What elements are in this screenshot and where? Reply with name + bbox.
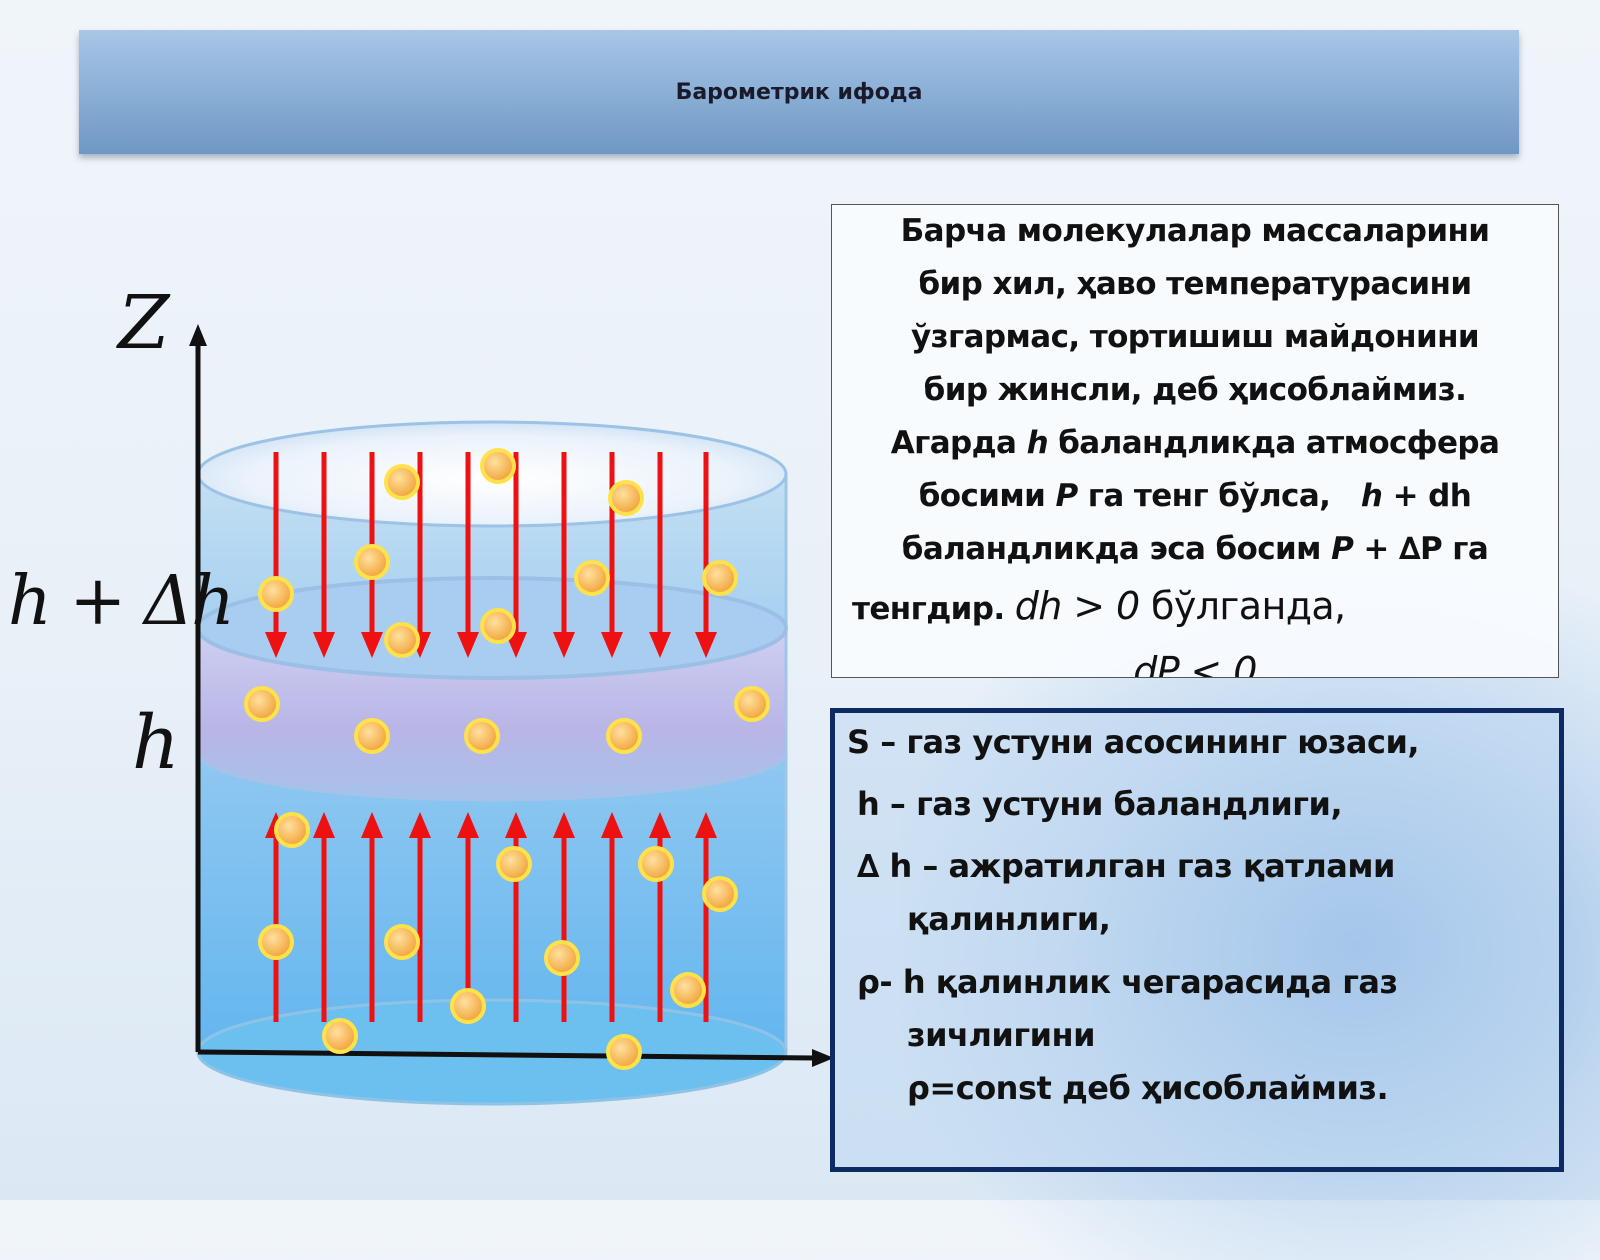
up-arrowhead xyxy=(361,812,383,838)
assumptions-line: бир жинсли, деб ҳисоблаймиз. xyxy=(923,372,1467,408)
molecule xyxy=(544,940,580,976)
molecule xyxy=(464,718,500,754)
assumptions-line: бир хил, ҳаво температурасини xyxy=(918,266,1473,302)
molecule xyxy=(354,718,390,754)
molecule xyxy=(450,988,486,1024)
up-arrowhead xyxy=(649,812,671,838)
down-arrowhead xyxy=(649,632,671,658)
legend-line-dh-cont: қалинлиги, xyxy=(907,900,1111,938)
x-axis xyxy=(197,1049,816,1061)
molecule xyxy=(480,448,516,484)
title-bar: Барометрик ифода xyxy=(79,30,1519,154)
molecule xyxy=(638,846,674,882)
text-fragment: га тенг бўлса, xyxy=(1077,478,1361,514)
molecule xyxy=(258,576,294,612)
text-fragment: Агарда xyxy=(890,425,1027,461)
assumptions-line: Барча молекулалар массаларини xyxy=(900,213,1490,249)
molecule xyxy=(670,972,706,1008)
delta-symbol: ∆ xyxy=(1398,531,1421,567)
z-axis-arrowhead xyxy=(189,324,207,346)
down-arrowhead xyxy=(695,632,717,658)
molecule xyxy=(702,876,738,912)
molecule xyxy=(384,464,420,500)
text-fragment: бўлганда, xyxy=(1139,584,1346,628)
molecule xyxy=(244,686,280,722)
molecule xyxy=(274,812,310,848)
assumptions-line: босими P га тенг бўлса, h + dh xyxy=(842,470,1548,523)
legend-line-s: S – газ устуни асосининг юзаси, xyxy=(847,723,1420,761)
text-fragment: баландликда эса босим xyxy=(901,531,1332,567)
text-fragment: тенгдир. xyxy=(852,591,1015,627)
p-symbol: P + xyxy=(1331,531,1399,567)
dp-condition: dP < 0 xyxy=(1133,649,1257,678)
x-axis-arrowhead xyxy=(812,1049,834,1067)
molecule xyxy=(384,622,420,658)
molecules xyxy=(244,448,770,1070)
down-arrowhead xyxy=(313,632,335,658)
legend-line-dh: ∆ h – ажратилган газ қатлами xyxy=(857,847,1395,885)
h-symbol: h xyxy=(1026,425,1049,461)
assumptions-line: Агарда h баландликда атмосфера xyxy=(842,417,1548,470)
assumptions-line: тенгдир. dh > 0 бўлганда, xyxy=(842,576,1548,639)
molecule xyxy=(322,1018,358,1054)
molecule xyxy=(734,686,770,722)
text-fragment: P га xyxy=(1419,531,1489,567)
up-arrowhead xyxy=(505,812,527,838)
up-arrowhead xyxy=(409,812,431,838)
down-arrowhead xyxy=(601,632,623,658)
gas-column-diagram xyxy=(189,324,834,1106)
molecule xyxy=(480,608,516,644)
assumptions-line: ўзгармас, тортишиш майдонини xyxy=(910,319,1480,355)
assumptions-box: Барча молекулалар массаларини бир хил, ҳ… xyxy=(831,204,1559,678)
text-fragment: баландликда атмосфера xyxy=(1048,425,1500,461)
down-arrowhead xyxy=(553,632,575,658)
legend-line-rho: ρ- h қалинлик чегарасида газ xyxy=(857,963,1398,1001)
up-arrowhead xyxy=(695,812,717,838)
legend-box: S – газ устуни асосининг юзаси, h – газ … xyxy=(830,708,1564,1172)
up-arrowhead xyxy=(313,812,335,838)
legend-line-rho-const: ρ=const деб ҳисоблаймиз. xyxy=(907,1069,1389,1107)
p-symbol: P xyxy=(1055,478,1078,514)
molecule xyxy=(384,924,420,960)
assumptions-line: баландликда эса босим P + ∆P га xyxy=(842,523,1548,576)
molecule xyxy=(702,560,738,596)
text-fragment: босими xyxy=(918,478,1056,514)
up-arrowhead xyxy=(601,812,623,838)
h-symbol: h xyxy=(1360,478,1383,514)
molecule xyxy=(258,924,294,960)
page-title: Барометрик ифода xyxy=(675,79,923,105)
up-arrowhead xyxy=(553,812,575,838)
molecule xyxy=(354,544,390,580)
h-label: h xyxy=(132,700,180,786)
text-fragment: + dh xyxy=(1382,478,1472,514)
down-arrowhead xyxy=(265,632,287,658)
h-plus-dh-label: h + Δh xyxy=(8,562,235,641)
legend-line-h: h – газ устуни баландлиги, xyxy=(857,785,1343,823)
molecule xyxy=(606,1034,642,1070)
molecule xyxy=(496,846,532,882)
down-arrowhead xyxy=(457,632,479,658)
z-axis-label: Z xyxy=(118,280,170,366)
molecule xyxy=(606,718,642,754)
molecule xyxy=(608,480,644,516)
molecule xyxy=(574,560,610,596)
up-arrowhead xyxy=(457,812,479,838)
legend-line-rho-cont: зичлигини xyxy=(907,1016,1096,1054)
dh-condition: dh > 0 xyxy=(1014,584,1140,628)
down-arrowhead xyxy=(361,632,383,658)
